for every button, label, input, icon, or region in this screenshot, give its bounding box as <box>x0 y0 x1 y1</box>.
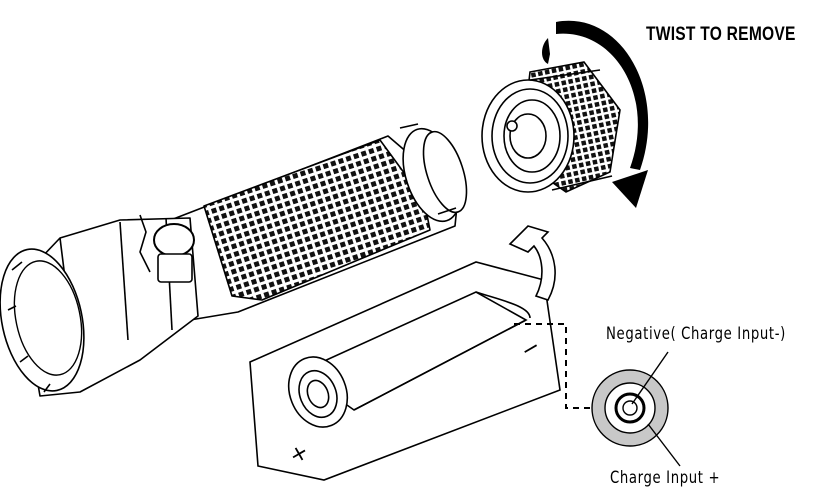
tail-cap <box>481 61 621 193</box>
charge-leader-line <box>647 423 681 467</box>
switch-button <box>153 223 195 257</box>
rotation-arrow-head <box>612 170 648 208</box>
insert-arrow <box>508 225 556 301</box>
flashlight-body <box>0 123 468 397</box>
negative-charge-input-label: Negative( Charge Input-) <box>606 324 786 344</box>
rear-ring-inner <box>422 130 468 214</box>
battery-panel <box>249 261 561 481</box>
knurled-grip <box>203 139 431 301</box>
negative-leader-line <box>631 351 669 405</box>
switch-base <box>157 253 193 283</box>
charge-port <box>591 369 669 447</box>
twist-to-remove-label: TWIST TO REMOVE <box>646 24 796 45</box>
lens <box>13 260 83 376</box>
connector-dashed-line <box>514 323 600 409</box>
charge-port-center <box>622 400 638 416</box>
tail-cap-contact <box>509 113 547 159</box>
charge-input-positive-label: Charge Input + <box>610 468 721 488</box>
rotation-arrow <box>542 20 649 208</box>
